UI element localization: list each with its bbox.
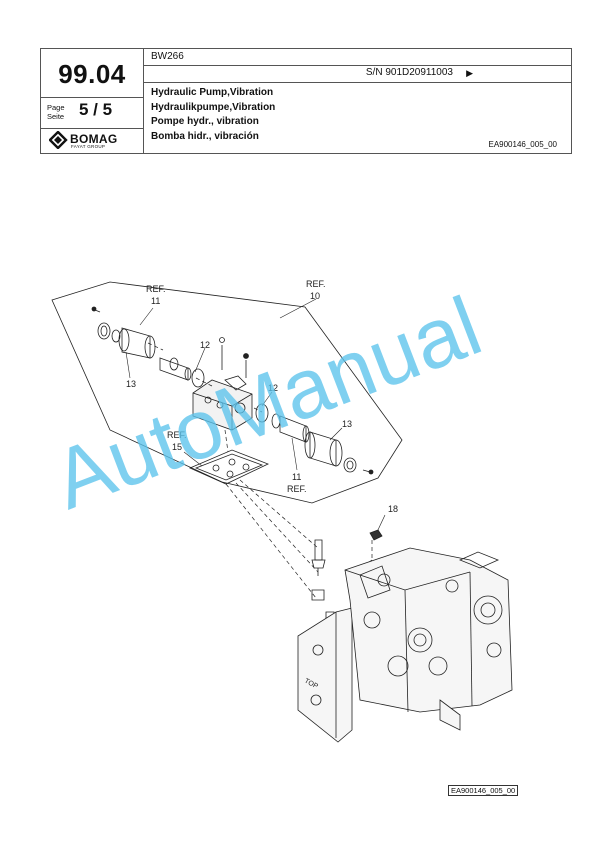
title-block: BW266 S/N 901D20911003 ▶ 99.04 Page Seit… xyxy=(40,48,572,154)
callout-ref-10-num: 10 xyxy=(310,291,320,301)
callout-ref-11-bottom: REF. xyxy=(287,484,307,494)
callout-ref-15-num: 15 xyxy=(172,442,182,452)
callout-13-left: 13 xyxy=(126,379,136,389)
valve-right xyxy=(255,403,374,475)
callout-12-lower: 12 xyxy=(268,383,278,393)
callout-12-upper: 12 xyxy=(200,340,210,350)
bomag-logo: BOMAG FAYAT GROUP xyxy=(49,131,139,151)
serial-arrow-icon: ▶ xyxy=(466,68,473,78)
callout-ref-11-top-num: 11 xyxy=(151,296,160,306)
page-number: 5 / 5 xyxy=(79,100,113,119)
callout-ref-11-top: REF. xyxy=(146,284,166,294)
divider xyxy=(41,97,143,98)
callout-13-right: 13 xyxy=(342,419,352,429)
page-label: Page Seite xyxy=(47,103,65,121)
callout-18: 18 xyxy=(388,504,398,514)
group-number: 99.04 xyxy=(58,59,126,89)
doc-reference: EA900146_005_00 xyxy=(488,140,557,149)
bomag-diamond-icon xyxy=(49,131,68,149)
callout-ref-11-bottom-num: 11 xyxy=(292,472,301,482)
divider xyxy=(143,49,144,153)
brand-sub: FAYAT GROUP xyxy=(71,144,106,149)
callout-ref-10: REF. xyxy=(306,279,326,289)
title-es: Bomba hidr., vibración xyxy=(151,130,259,142)
machine-model: BW266 xyxy=(151,51,184,62)
title-fr: Pompe hydr., vibration xyxy=(151,116,259,127)
hydraulic-pump xyxy=(297,547,513,743)
callout-ref-15: REF. xyxy=(167,430,187,440)
serial-number: S/N 901D20911003 xyxy=(365,67,453,78)
divider xyxy=(41,128,143,129)
divider xyxy=(143,82,571,83)
footer-doc-reference: EA900146_005_00 xyxy=(448,785,519,796)
watermark-text: AutoManual xyxy=(58,290,493,527)
valve-left xyxy=(91,306,205,388)
leader-lines xyxy=(125,298,386,533)
watermark: AutoManual xyxy=(58,290,493,527)
plug-18 xyxy=(369,529,383,541)
ref-envelope xyxy=(51,281,403,504)
part-titles: Hydraulic Pump,Vibration Hydraulikpumpe,… xyxy=(151,86,275,144)
divider xyxy=(143,65,571,66)
title-de: Hydraulikpumpe,Vibration xyxy=(151,101,276,113)
brand-name: BOMAG xyxy=(70,132,118,146)
gasket xyxy=(189,449,270,485)
valve-block xyxy=(192,337,253,431)
title-en: Hydraulic Pump,Vibration xyxy=(151,87,274,98)
